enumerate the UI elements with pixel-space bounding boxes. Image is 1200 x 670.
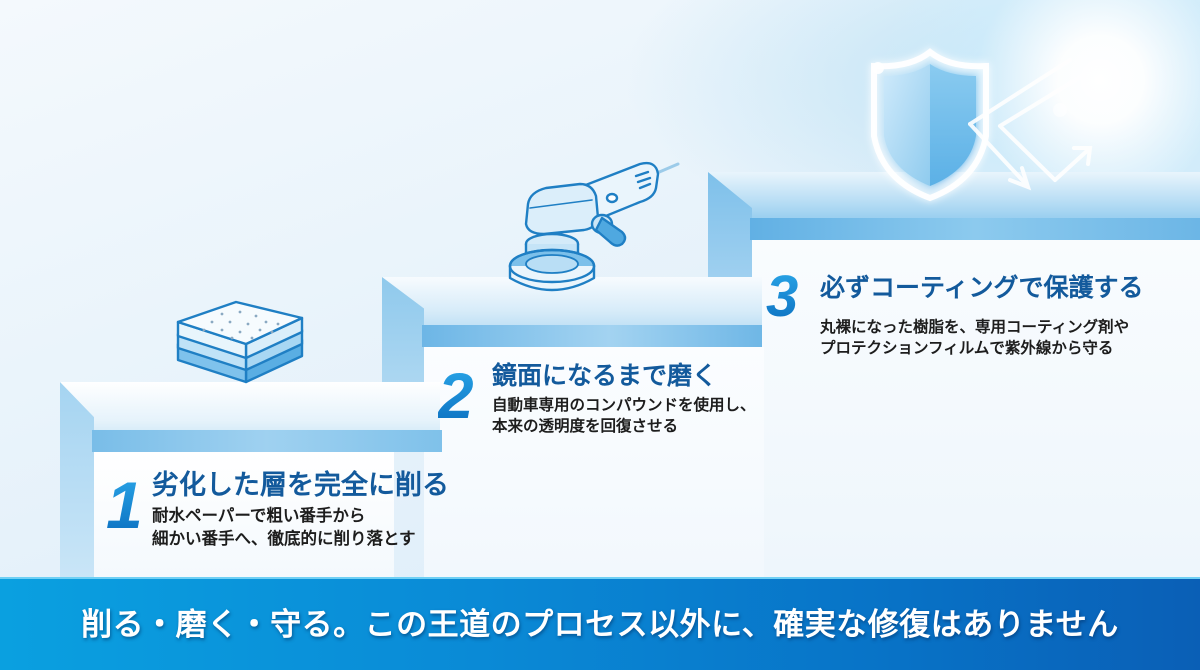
sandpaper-stack-icon (174, 300, 304, 396)
summary-banner-text: 削る・磨く・守る。この王道のプロセス以外に、確実な修復はありません (81, 607, 1119, 643)
step-3: 3 必ずコーティングで保護する 丸裸になった樹脂を、専用コーティング剤や プロテ… (766, 268, 1144, 360)
orbital-polisher-icon (500, 158, 680, 296)
step-3-platform-top (708, 172, 1200, 224)
step-1-description-line-1: 耐水ペーパーで粗い番手から (152, 506, 366, 526)
step-2-number: 2 (438, 364, 486, 428)
step-1-number: 1 (106, 472, 146, 538)
step-1: 1 劣化した層を完全に削る 耐水ペーパーで粗い番手から 細かい番手へ、徹底的に削… (106, 470, 449, 551)
step-2-description-line-1: 自動車専用のコンパウンドを使用し、 (492, 395, 756, 414)
shield-uv-reflect-icon (850, 40, 1150, 210)
step-1-riser (60, 382, 94, 577)
step-2-title: 鏡面になるまで磨く (492, 361, 718, 390)
step-1-face (94, 452, 394, 577)
summary-banner: 削る・磨く・守る。この王道のプロセス以外に、確実な修復はありません (0, 577, 1200, 670)
step-3-description-line-1: 丸裸になった樹脂を、専用コーティング剤や (820, 317, 1130, 336)
step-3-face (752, 240, 1200, 577)
step-1-platform-top (60, 382, 440, 437)
step-3-description-line-2: プロテクションフィルムで紫外線から守る (820, 339, 1114, 358)
step-3-title: 必ずコーティングで保護する (820, 273, 1144, 302)
step-1-title: 劣化した層を完全に削る (152, 470, 449, 501)
step-2-edge (422, 325, 762, 347)
step-2-face (424, 347, 764, 577)
step-1-description-line-2: 細かい番手へ、徹底的に削り落とす (152, 528, 416, 548)
step-2: 2 鏡面になるまで磨く 自動車専用のコンパウンドを使用し、 本来の透明度を回復さ… (438, 361, 756, 438)
step-3-number: 3 (766, 268, 812, 326)
step-2-description-line-2: 本来の透明度を回復させる (492, 417, 679, 436)
step-1-edge (92, 430, 442, 452)
step-3-edge (750, 218, 1200, 240)
